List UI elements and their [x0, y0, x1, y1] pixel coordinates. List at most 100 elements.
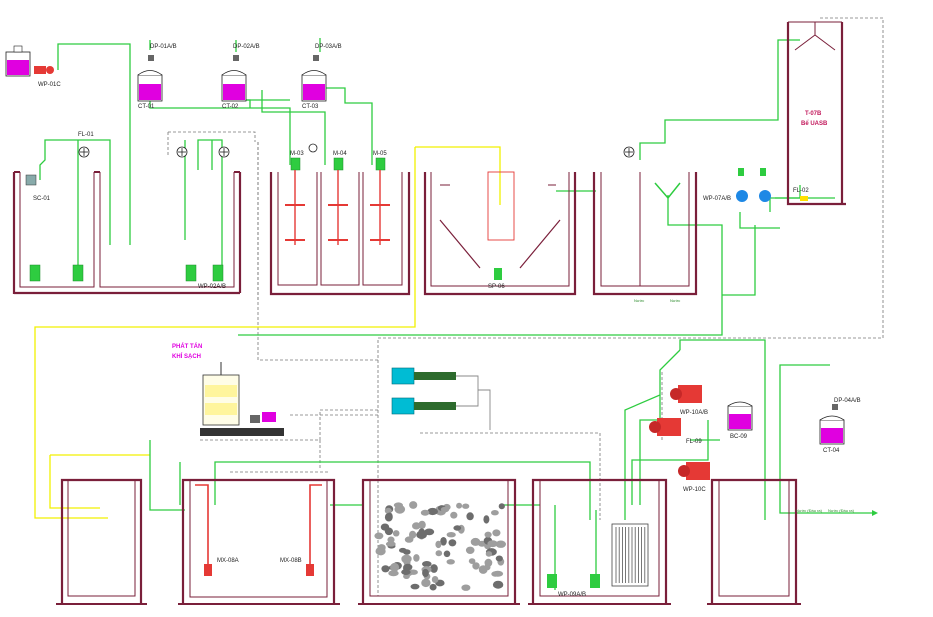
- mx08b-label: MX-08B: [280, 558, 302, 564]
- media-carrier: [393, 502, 403, 508]
- ct04-label: CT-04: [823, 448, 840, 454]
- air-lines: [34, 146, 501, 519]
- media-carrier: [410, 583, 420, 590]
- media-carrier: [440, 537, 447, 546]
- m04-label: M-04: [333, 151, 347, 157]
- media-carrier: [422, 561, 432, 567]
- media-carrier: [461, 584, 471, 591]
- wp10c-label: WP-10C: [683, 487, 706, 493]
- svg-text:Nước (Đầu ra): Nước (Đầu ra): [796, 508, 823, 513]
- media-carrier: [429, 583, 437, 591]
- media-carrier: [430, 564, 438, 573]
- media-carrier: [381, 565, 390, 573]
- sc01-label: SC-01: [33, 196, 51, 202]
- wp10ab-label: WP-10A/B: [680, 410, 708, 416]
- chemical-tank-wp01c: WP-01C: [5, 45, 61, 88]
- ct03-label: CT-03: [302, 104, 319, 110]
- media-carrier: [401, 554, 412, 564]
- media-carrier: [377, 544, 386, 552]
- media-carrier: [403, 563, 413, 571]
- svg-text:Nước: Nước: [670, 298, 680, 303]
- media-carrier: [420, 509, 430, 516]
- fl01-label: FL-01: [78, 132, 94, 138]
- dp01-label: DP-01A/B: [150, 44, 177, 50]
- wp07-label: WP-07A/B: [703, 196, 731, 202]
- media-carrier: [485, 551, 493, 557]
- fl09-label: FL-09: [686, 439, 702, 445]
- media-carrier: [495, 555, 503, 562]
- dp03-label: DP-03A/B: [315, 44, 342, 50]
- media-carrier: [443, 550, 451, 558]
- media-carrier: [435, 540, 442, 549]
- media-carrier: [491, 510, 499, 516]
- m03-label: M-03: [290, 151, 304, 157]
- media-carrier: [422, 568, 429, 578]
- tank-settler: SP-06: [423, 171, 577, 296]
- media-carrier: [472, 562, 480, 570]
- media-carrier: [446, 559, 455, 565]
- membrane-module: [615, 527, 646, 583]
- tank-bottom-mbbr: [358, 478, 520, 605]
- media-carrier: [456, 502, 463, 509]
- chemical-tank-ct04: CT-04 DP-04A/B: [819, 398, 861, 454]
- media-carrier: [401, 569, 411, 575]
- chemical-tank-ct03: CT-03 DP-03A/B: [301, 44, 342, 110]
- media-carrier: [470, 537, 481, 546]
- media-carrier: [424, 528, 435, 536]
- media-carrier: [412, 522, 421, 530]
- svg-text:Nước: Nước: [634, 298, 644, 303]
- svg-text:Nước (Đầu ra): Nước (Đầu ra): [828, 508, 855, 513]
- media-carrier: [492, 580, 504, 589]
- tank-bottom-1: [56, 478, 147, 605]
- media-carrier: [487, 540, 498, 548]
- dp04-label: DP-04A/B: [834, 398, 861, 404]
- media-carrier: [427, 507, 438, 516]
- chemical-tank-ct02: CT-02 DP-02A/B: [221, 44, 260, 110]
- tank-uasb: T-07B Bể UASB FL-02 WP-07A/B: [703, 21, 846, 206]
- media-carrier: [384, 507, 392, 514]
- wp02-label: WP-02A/B: [198, 284, 226, 290]
- water-lines: [39, 38, 875, 590]
- media-carrier: [416, 530, 427, 539]
- media-carrier: [483, 515, 490, 524]
- media-carrier: [388, 570, 399, 577]
- media-carrier: [453, 525, 462, 531]
- media-carrier: [431, 576, 439, 583]
- wp01c-label: WP-01C: [38, 82, 61, 88]
- media-carrier: [440, 506, 450, 513]
- khi-sach-label: KHÍ SẠCH: [172, 352, 201, 360]
- media-carrier: [492, 529, 501, 537]
- media-carrier: [435, 550, 443, 557]
- tank-bottom-2: MX-08A MX-08B: [178, 478, 340, 605]
- media-carrier: [380, 523, 390, 531]
- mx08a-label: MX-08A: [217, 558, 239, 564]
- t07b-label: T-07B: [805, 111, 822, 117]
- phat-tan-label: PHÁT TÁN: [172, 343, 202, 350]
- media-carrier: [413, 554, 420, 562]
- media-carrier: [495, 540, 506, 548]
- dp02-label: DP-02A/B: [233, 44, 260, 50]
- media-carrier: [392, 530, 400, 537]
- ct02-label: CT-02: [222, 104, 239, 110]
- media-carrier: [387, 536, 395, 544]
- media-carrier: [465, 546, 475, 554]
- media-carrier: [386, 512, 393, 521]
- chemical-tank-ct01: CT-01 DP-01A/B: [137, 44, 177, 110]
- media-carrier: [390, 562, 400, 572]
- media-carrier: [484, 558, 493, 567]
- media-carrier: [385, 541, 396, 547]
- mbbr-media: [374, 501, 506, 591]
- media-carrier: [492, 570, 504, 577]
- media-carrier: [478, 565, 488, 574]
- tank-intermediate: Nước Nước: [592, 146, 698, 303]
- media-carrier: [399, 547, 407, 553]
- tank-bottom-membrane: WP-09A/B: [528, 478, 671, 605]
- media-carrier: [448, 539, 457, 547]
- media-carrier: [421, 578, 431, 588]
- fl02-label: FL-02: [793, 188, 809, 194]
- uasb-label: Bể UASB: [801, 120, 828, 127]
- bc09-label: BC-09: [730, 434, 748, 440]
- pumps-wp10: WP-10A/B FL-09 WP-10C: [649, 385, 710, 493]
- sp06-label: SP-06: [488, 284, 505, 290]
